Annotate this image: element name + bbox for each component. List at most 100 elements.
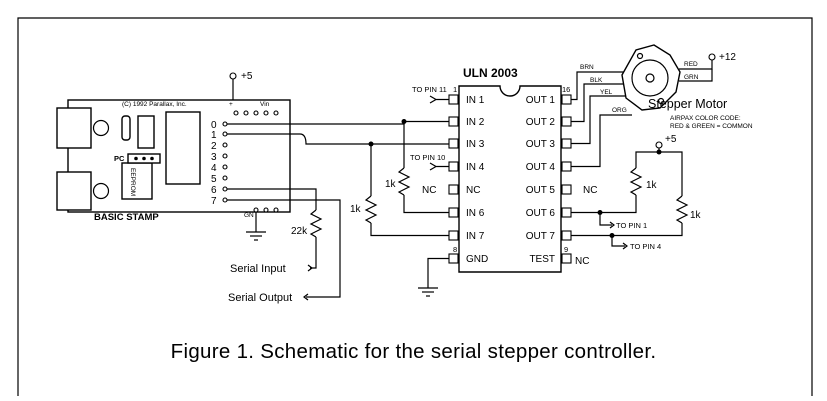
- resistor-1k-d: [675, 195, 689, 224]
- chip-pin-left: [448, 230, 459, 241]
- wire-p1-in3: [227, 133, 449, 145]
- note-to-pin4: TO PIN 4: [630, 242, 661, 251]
- nc-label-out5: NC: [583, 185, 597, 196]
- chip-label-in2: IN 2: [466, 117, 485, 128]
- chip-pin-right: [561, 253, 572, 264]
- chip-pin-left: [448, 161, 459, 172]
- stamp-pin-0: 0: [211, 120, 217, 131]
- arrow-to-pin4: [622, 242, 628, 250]
- chip-label-in4: IN 4: [466, 162, 485, 173]
- note-to-pin1: TO PIN 1: [616, 221, 647, 230]
- stamp-vin-label: Vin: [260, 101, 270, 108]
- uln2003-chip: ULN 2003 IN 1 IN 2 IN 3 IN 4 NC IN 6 IN …: [422, 66, 597, 273]
- serial-wiring: 22k Serial Input Serial Output: [227, 188, 341, 304]
- chip-pin-left: [448, 253, 459, 264]
- stamp-hole: [263, 110, 269, 116]
- chip-pin-right: [561, 138, 572, 149]
- chip-pin-right: [561, 161, 572, 172]
- motor-color-code-1: AIRPAX COLOR CODE:: [670, 115, 741, 122]
- chip-label-out2: OUT 2: [526, 117, 556, 128]
- stamp-gnd-hole: [273, 207, 279, 213]
- chip-label-out1: OUT 1: [526, 95, 556, 106]
- wire-org: [571, 114, 632, 168]
- arrow-to-pin1: [609, 221, 615, 229]
- note-to-pin11: TO PIN 11: [412, 85, 447, 94]
- stamp-connector-bottom: [56, 171, 92, 211]
- wire-label-yel: YEL: [600, 89, 613, 96]
- chip-label-in6: IN 6: [466, 208, 485, 219]
- motor-housing: [631, 59, 669, 97]
- wire-grn: [679, 69, 713, 82]
- wire-to-in7: [370, 223, 449, 237]
- chip-pin-left: [448, 94, 459, 105]
- chip-ground: [418, 257, 449, 297]
- chip-label-out3: OUT 3: [526, 139, 556, 150]
- stamp-ground: [246, 212, 266, 241]
- chip-pin-left: [448, 184, 459, 195]
- chip-pin-number-9: 9: [564, 245, 568, 254]
- motor-title: Stepper Motor: [648, 97, 727, 111]
- stamp-io-hole: [222, 197, 228, 203]
- note-to-pin10: TO PIN 10: [410, 153, 445, 162]
- wire-to-in6: [403, 195, 449, 214]
- motor-body: [621, 44, 681, 111]
- wire-label-grn: GRN: [684, 74, 699, 81]
- stamp-eeprom-chip: [121, 162, 153, 200]
- chip-label-out6: OUT 6: [526, 208, 556, 219]
- wire-label-red: RED: [684, 61, 698, 68]
- wire-p7: [227, 199, 341, 298]
- res-label-1k-b: 1k: [350, 204, 362, 215]
- stamp-pin-6: 6: [211, 185, 217, 196]
- junction: [656, 149, 662, 155]
- arrow-to-pin10: [429, 162, 449, 171]
- stamp-pin-7: 7: [211, 196, 217, 207]
- chip-label-in1: IN 1: [466, 95, 485, 106]
- stamp-eeprom-label: EEPROM: [129, 168, 136, 196]
- stamp-name: BASIC STAMP: [94, 212, 159, 223]
- arrow-serial-input: [307, 264, 313, 272]
- stamp-io-hole: [222, 164, 228, 170]
- stamp-gnd-hole: [253, 207, 259, 213]
- stamp-pic-chip: [165, 111, 201, 185]
- motor-wiring: BRN BLK YEL ORG: [571, 64, 632, 168]
- arrow-to-pin11: [429, 95, 449, 104]
- resistor-1k-a: [397, 167, 411, 196]
- chip-pin-left: [448, 138, 459, 149]
- stamp-copyright: (C) 1992 Parallax, Inc.: [122, 101, 187, 108]
- stamp-hole: [243, 110, 249, 116]
- supply-terminal: [229, 72, 237, 80]
- chip-pin-right: [561, 230, 572, 241]
- chip-label-nc: NC: [466, 185, 480, 196]
- resistor-1k-b: [364, 195, 378, 224]
- stamp-supply: +5: [229, 71, 253, 100]
- figure-frame: [17, 17, 813, 396]
- wire: [611, 235, 625, 247]
- resistor-1k-c: [629, 167, 643, 196]
- motor-mount-hole: [636, 52, 644, 60]
- wire-p6: [227, 188, 317, 210]
- stamp-pin-1: 1: [211, 130, 217, 141]
- chip-pin-right: [561, 94, 572, 105]
- chip-pin-right: [561, 207, 572, 218]
- stamp-hole: [273, 110, 279, 116]
- wire-label-blk: BLK: [590, 77, 603, 84]
- pc-header-pin: [150, 156, 154, 161]
- chip-name: ULN 2003: [463, 66, 518, 80]
- stamp-io-hole: [222, 131, 228, 137]
- stepper-motor: Stepper Motor AIRPAX COLOR CODE: RED & G…: [621, 44, 753, 130]
- motor-mount-hole: [657, 97, 665, 105]
- chip-label-in7: IN 7: [466, 231, 485, 242]
- stamp-pc-label: PC: [114, 154, 125, 163]
- res-label-1k-c: 1k: [646, 180, 658, 191]
- res-label-1k-a: 1k: [385, 179, 397, 190]
- stamp-plus-label: +: [229, 101, 233, 108]
- stamp-io-hole: [222, 186, 228, 192]
- wire-out6: [571, 195, 637, 214]
- stamp-hole: [233, 110, 239, 116]
- chip-pin-left: [448, 207, 459, 218]
- resistor-22k: [309, 209, 323, 238]
- wire: [659, 151, 683, 196]
- arrow-serial-output: [303, 293, 309, 301]
- res-label-22k: 22k: [291, 226, 308, 237]
